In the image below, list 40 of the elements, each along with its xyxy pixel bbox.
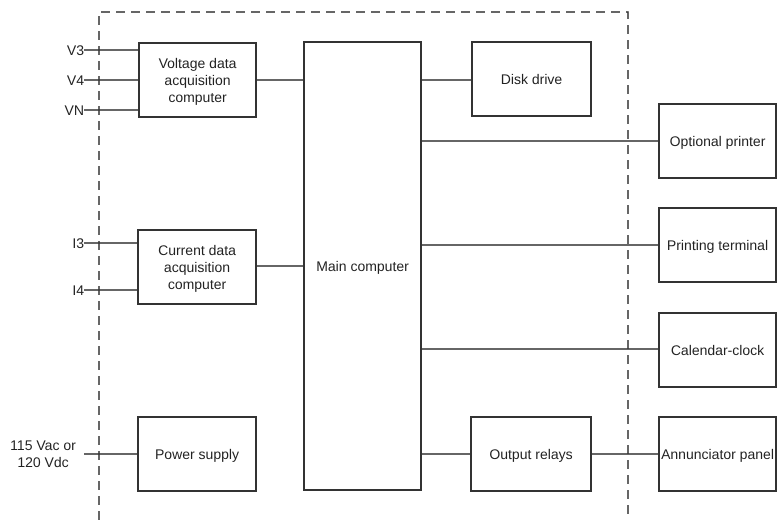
process-box	[138, 42, 257, 118]
signal-label: V4	[66, 72, 84, 88]
signal-label: 115 Vac or 120 Vdc	[9, 437, 77, 471]
box-label: Power supply	[154, 446, 240, 462]
signal-label: I4	[72, 282, 84, 298]
connector-line	[84, 49, 138, 51]
box-label: Printing terminal	[666, 236, 768, 254]
process-box	[471, 41, 592, 117]
box-label: Output relays	[489, 446, 573, 462]
connector-line	[422, 244, 658, 246]
signal-label: V3	[66, 42, 84, 58]
process-box	[658, 103, 777, 179]
process-box	[303, 41, 422, 491]
box-label: Disk drive	[500, 70, 562, 88]
process-box	[137, 416, 257, 492]
signal-label: VN	[64, 102, 84, 118]
process-box	[137, 229, 257, 305]
process-box	[658, 207, 777, 283]
connector-line	[84, 79, 138, 81]
connector-line	[84, 453, 137, 455]
connector-line	[84, 289, 137, 291]
connector-line	[422, 348, 658, 350]
box-label: Current data acquisition computer	[157, 242, 237, 292]
process-box	[658, 416, 777, 492]
signal-label: I3	[72, 234, 84, 252]
box-label: Main computer	[316, 258, 409, 274]
connector-line	[422, 140, 658, 142]
connector-line	[592, 453, 658, 455]
box-label: Annunciator panel	[661, 446, 774, 462]
connector-line	[257, 265, 303, 267]
box-label: Calendar-clock	[670, 342, 764, 358]
box-label: Optional printer	[670, 132, 766, 150]
connector-line	[422, 453, 470, 455]
connector-line	[257, 79, 303, 81]
process-box	[470, 416, 592, 492]
connector-line	[422, 79, 471, 81]
connector-line	[84, 242, 137, 244]
box-label: Voltage data acquisition computer	[158, 54, 238, 106]
connector-line	[84, 109, 138, 111]
process-box	[658, 312, 777, 388]
